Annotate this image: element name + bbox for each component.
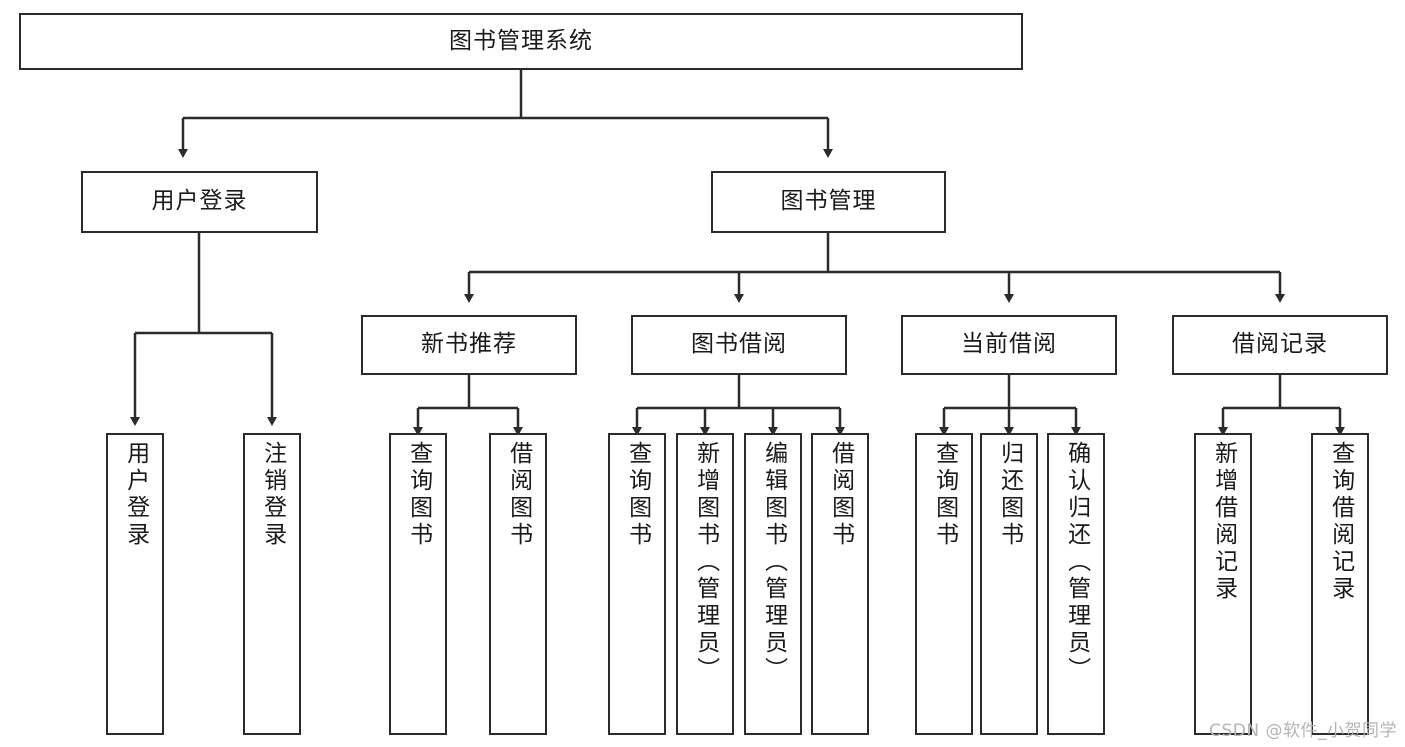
node-leaf-add-book[interactable]: 新增图书（管理员） — [676, 433, 734, 735]
node-current-borrow[interactable]: 当前借阅 — [901, 315, 1117, 375]
node-leaf-query-book-3[interactable]: 查询图书 — [915, 433, 973, 735]
node-new-book-recommend-label: 新书推荐 — [421, 331, 517, 358]
node-leaf-user-logout-label: 注销登录 — [259, 441, 286, 549]
node-leaf-edit-book[interactable]: 编辑图书（管理员） — [744, 433, 802, 735]
node-borrow-record-label: 借阅记录 — [1232, 331, 1328, 358]
node-new-book-recommend[interactable]: 新书推荐 — [361, 315, 577, 375]
node-leaf-borrow-book-1-label: 借阅图书 — [505, 441, 532, 549]
node-leaf-user-login-label: 用户登录 — [122, 441, 149, 549]
node-leaf-user-login[interactable]: 用户登录 — [106, 433, 164, 735]
node-leaf-borrow-book-1[interactable]: 借阅图书 — [489, 433, 547, 735]
node-leaf-query-record-label: 查询借阅记录 — [1327, 441, 1354, 603]
node-leaf-add-record-label: 新增借阅记录 — [1210, 441, 1237, 603]
node-leaf-query-book-1[interactable]: 查询图书 — [389, 433, 447, 735]
node-leaf-confirm-return-label: 确认归还（管理员） — [1063, 441, 1090, 684]
node-root-label: 图书管理系统 — [449, 27, 593, 54]
node-leaf-borrow-book-2[interactable]: 借阅图书 — [811, 433, 869, 735]
node-leaf-query-record[interactable]: 查询借阅记录 — [1311, 433, 1369, 735]
node-user-login[interactable]: 用户登录 — [81, 171, 318, 233]
node-user-login-label: 用户登录 — [151, 188, 248, 215]
node-leaf-return-book-label: 归还图书 — [996, 441, 1023, 549]
node-leaf-return-book[interactable]: 归还图书 — [980, 433, 1038, 735]
node-book-borrow[interactable]: 图书借阅 — [631, 315, 847, 375]
node-leaf-query-book-2[interactable]: 查询图书 — [608, 433, 666, 735]
node-leaf-query-book-2-label: 查询图书 — [624, 441, 651, 549]
node-leaf-query-book-3-label: 查询图书 — [931, 441, 958, 549]
node-leaf-edit-book-label: 编辑图书（管理员） — [760, 441, 787, 684]
node-leaf-add-book-label: 新增图书（管理员） — [692, 441, 719, 684]
node-leaf-borrow-book-2-label: 借阅图书 — [827, 441, 854, 549]
node-book-management-label: 图书管理 — [780, 188, 877, 215]
node-current-borrow-label: 当前借阅 — [961, 331, 1057, 358]
node-leaf-add-record[interactable]: 新增借阅记录 — [1194, 433, 1252, 735]
node-root[interactable]: 图书管理系统 — [19, 13, 1023, 70]
node-leaf-user-logout[interactable]: 注销登录 — [243, 433, 301, 735]
node-book-borrow-label: 图书借阅 — [691, 331, 787, 358]
node-borrow-record[interactable]: 借阅记录 — [1172, 315, 1388, 375]
node-leaf-query-book-1-label: 查询图书 — [405, 441, 432, 549]
node-leaf-confirm-return[interactable]: 确认归还（管理员） — [1047, 433, 1105, 735]
node-book-management[interactable]: 图书管理 — [711, 171, 946, 233]
